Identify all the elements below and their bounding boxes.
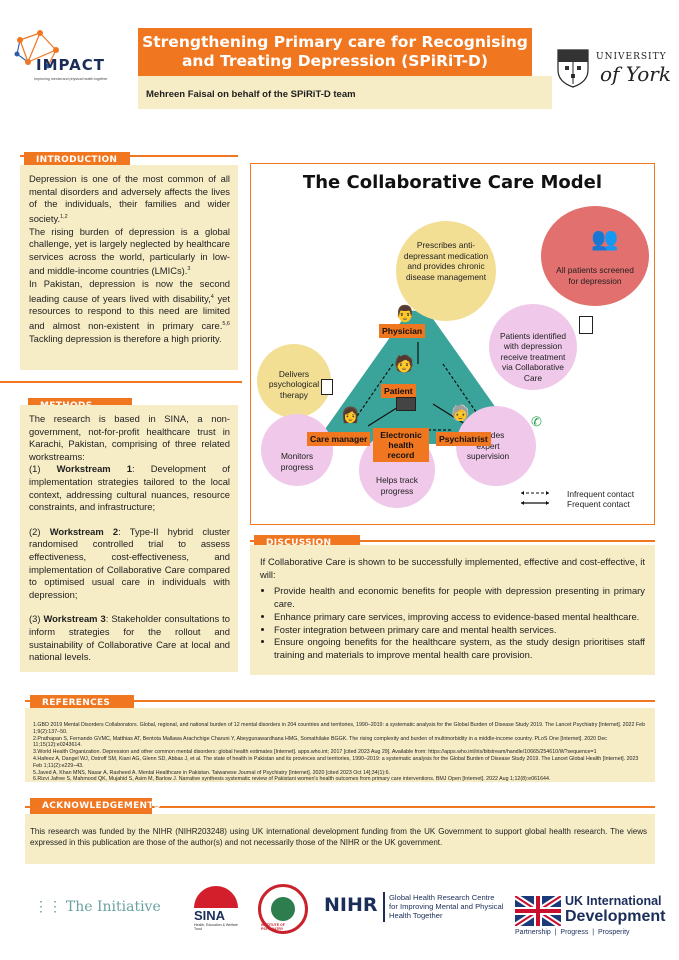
references-body: 1.GBD 2019 Mental Disorders Collaborator… — [25, 708, 655, 782]
legend-infrequent: Infrequent contact — [567, 489, 635, 499]
prescribes-bubble: Prescribes anti-depressant medication an… — [396, 221, 496, 321]
discussion-intro: If Collaborative Care is shown to be suc… — [260, 556, 645, 580]
identified-bubble: Patients identified with depression rece… — [489, 304, 577, 390]
discussion-item: Provide health and economic benefits for… — [274, 585, 645, 611]
physician-icon: 👨 — [395, 306, 415, 323]
york-crest-icon — [557, 49, 589, 88]
acknowledgements-heading: ACKNOWLEDGEMENTS — [30, 798, 160, 816]
diagram-title: The Collaborative Care Model — [302, 172, 603, 193]
ack-divider — [25, 806, 655, 808]
reference-item: 1.GBD 2019 Mental Disorders Collaborator… — [33, 722, 646, 735]
institute-of-psychiatry-logo: INSTITUTE OF PSYCHIATRY — [258, 884, 308, 934]
delivers-therapy-text: Delivers psychological therapy — [268, 368, 320, 400]
psychiatrist-icon: 🧓 — [451, 405, 470, 422]
iop-emblem-icon — [271, 897, 295, 921]
impact-logo-text: IMPACT — [36, 56, 105, 74]
nihr-logo: NIHR — [324, 894, 378, 916]
psychiatrist-tag: Psychiatrist — [436, 432, 491, 446]
methods-divider — [0, 381, 242, 383]
uk-flag-icon — [515, 896, 561, 926]
introduction-body: Depression is one of the most common of … — [20, 165, 238, 370]
initiative-logo: ⋮⋮ The Initiative — [34, 898, 161, 915]
care-manager-tag: Care manager — [307, 432, 371, 446]
therapy-bubble: Delivers psychological therapy — [257, 344, 331, 418]
laptop-icon — [396, 397, 416, 411]
monitors-text: Monitors progress — [280, 451, 314, 472]
author-line: Mehreen Faisal on behalf of the SPiRiT-D… — [138, 76, 552, 109]
uk-id-logo: UK International Development — [565, 894, 666, 925]
poster-title: Strengthening Primary care for Recognisi… — [138, 28, 532, 76]
workstream-3: (3) Workstream 3: Stakeholder consultati… — [29, 613, 231, 663]
legend-arrows — [521, 491, 549, 505]
identified-text: Patients identified with depression rece… — [499, 330, 567, 383]
discussion-item: Enhance primary care services, improving… — [274, 611, 645, 624]
ehr-tag: Electronic health record — [373, 428, 429, 462]
phone-icon: ✆ — [531, 414, 542, 429]
clipboard-therapy-icon — [321, 379, 333, 395]
reference-item: 4.Hafeez A, Dangel WJ, Ostroff SM, Kiani… — [33, 755, 639, 769]
discussion-list: Provide health and economic benefits for… — [274, 585, 645, 662]
monitors-bubble: Monitors progress — [261, 414, 333, 486]
sina-logo: SINA Health, Education & Welfare Trust — [194, 886, 244, 931]
legend-frequent: Frequent contact — [567, 499, 630, 509]
network-icon — [14, 30, 59, 69]
york-text: of York — [600, 62, 671, 86]
all-patients-text: All patients screened for depression — [556, 265, 634, 286]
workstream-1: (1) Workstream 1: Development of impleme… — [29, 463, 230, 513]
intro-paragraph-3: In Pakistan, depression is now the secon… — [29, 278, 230, 344]
university-text: UNIVERSITY — [596, 52, 667, 62]
physician-tag: Physician — [379, 324, 426, 338]
partner-logos: ⋮⋮ The Initiative SINA Health, Education… — [0, 880, 679, 950]
references-divider — [25, 700, 655, 702]
impact-logo: IMPACT Improving mental and physical hea… — [12, 28, 137, 92]
nihr-centre-text: Global Health Research Centre for Improv… — [389, 893, 504, 920]
sina-arc-icon — [194, 886, 238, 908]
patient-icon: 🧑 — [394, 356, 414, 373]
helps-track-text: Helps track progress — [376, 475, 418, 496]
title-line-1: Strengthening Primary care for Recognisi… — [142, 33, 528, 51]
reference-item: 5.Javed A, Khan MNS, Nasar A, Rasheed A.… — [33, 769, 391, 776]
discussion-divider — [250, 540, 655, 542]
initiative-dots-icon: ⋮⋮ — [34, 898, 62, 914]
reference-item: 2.Prathapan S, Fernando GVMC, Matthias A… — [33, 735, 607, 749]
university-of-york-logo: UNIVERSITY of York — [556, 44, 674, 94]
impact-tagline: Improving mental and physical health tog… — [34, 77, 108, 81]
clipboard-icon — [579, 316, 593, 334]
methods-body: The research is based in SINA, a non-gov… — [20, 405, 238, 672]
discussion-body: If Collaborative Care is shown to be suc… — [250, 545, 655, 675]
collaborative-care-diagram: The Collaborative Care Model Prescribes … — [250, 163, 655, 525]
patient-tag: Patient — [381, 384, 416, 398]
discussion-item: Foster integration between primary care … — [274, 624, 645, 637]
reference-item: 3.World Health Organization. Depression … — [33, 749, 597, 756]
people-group-icon: 👥 — [591, 226, 619, 251]
methods-paragraph-1: The research is based in SINA, a non-gov… — [29, 413, 230, 462]
intro-paragraph-2: The rising burden of depression is a glo… — [29, 225, 230, 277]
uk-id-tagline: Partnership | Progress | Prosperity — [515, 929, 630, 936]
acknowledgements-body: This research was funded by the NIHR (NI… — [25, 814, 655, 864]
reference-item: 6.Rizvi Jafree S, Mahmood QK, Mujahid S,… — [33, 776, 551, 783]
prescribes-text: Prescribes anti-depressant medication an… — [403, 240, 489, 282]
care-manager-icon: 👩 — [341, 407, 360, 424]
screening-bubble: All patients screened for depression — [541, 206, 649, 306]
intro-paragraph-1: Depression is one of the most common of … — [29, 173, 230, 224]
title-line-2: and Treating Depression (SPiRiT-D) — [181, 52, 489, 70]
nihr-divider — [383, 892, 385, 922]
discussion-item: Ensure ongoing benefits for the healthca… — [274, 636, 645, 662]
workstream-2: (2) Workstream 2: Type-II hybrid cluster… — [29, 525, 231, 600]
